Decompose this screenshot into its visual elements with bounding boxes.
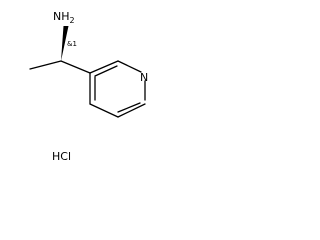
ring-bond-c2-n xyxy=(117,60,142,73)
methyl-bond xyxy=(29,60,62,70)
ring-bond-c6-c5 xyxy=(117,103,146,118)
stereo-descriptor-label: &1 xyxy=(67,40,77,48)
amine-subscript-text: 2 xyxy=(70,16,75,25)
amine-group-label: NH2 xyxy=(53,10,75,25)
ring-nitrogen-label: N xyxy=(140,71,148,84)
salt-label: HCl xyxy=(52,150,71,163)
ring-double-bond-c6-c5 xyxy=(117,102,141,113)
ring-double-bond-c2-n xyxy=(94,65,118,77)
pyridine-ring xyxy=(89,60,146,118)
ring-bond-c5-c4 xyxy=(89,103,119,118)
ring-bond-c3-c2 xyxy=(89,60,119,74)
chiral-to-ring-bond xyxy=(60,60,91,74)
chemical-structure-diagram: NH2 &1 N HCl xyxy=(29,10,148,163)
amine-nh-text: NH xyxy=(53,10,70,23)
stereo-wedge-bond xyxy=(61,26,69,61)
